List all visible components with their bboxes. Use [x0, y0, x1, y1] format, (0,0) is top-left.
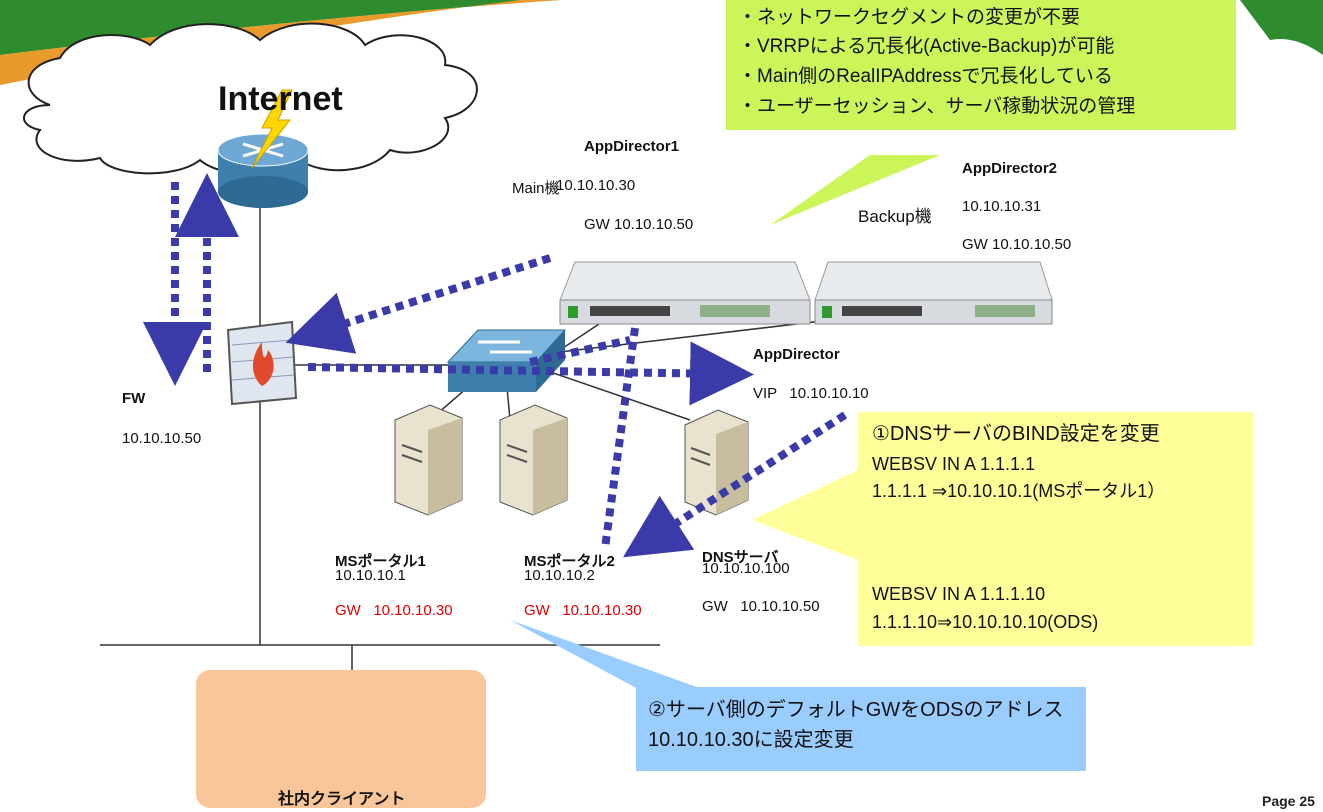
appdirector1-role: Main機 — [512, 180, 560, 197]
arrow-appdirector-to-fw — [285, 254, 552, 354]
arrow-appdirector-to-portal2 — [601, 327, 639, 549]
firewall-icon — [226, 320, 298, 406]
callout-gw-line: 10.10.10.30に設定変更 — [648, 729, 854, 751]
callout-top-line: ・VRRPによる冗長化(Active-Backup)が可能 — [738, 36, 1115, 57]
internet-label: Internet — [218, 80, 343, 118]
callout-top-tail — [770, 155, 940, 225]
callout-gw: ②サーバ側のデフォルトGWをODSのアドレス 10.10.10.30に設定変更 — [636, 687, 1086, 771]
appdirector1-title: AppDirector1 — [584, 138, 680, 155]
server-icon-dns — [684, 409, 749, 516]
clients-label: 社内クライアント — [278, 791, 406, 808]
dns-gw: GW 10.10.10.50 — [702, 598, 820, 615]
server-icon-portal1 — [394, 404, 463, 516]
dns-label: DNSサーバ — [702, 549, 779, 566]
callout-dns-tail — [752, 470, 858, 560]
callout-dns: ①DNSサーバのBIND設定を変更 WEBSV IN A 1.1.1.1 1.1… — [858, 412, 1253, 646]
internet-cloud — [23, 22, 478, 176]
callout-gw-line: ②サーバ側のデフォルトGWをODSのアドレス — [648, 699, 1064, 721]
fw-label: FW — [122, 390, 146, 407]
fw-ip: 10.10.10.50 — [122, 430, 202, 447]
dns-ip: 10.10.10.100 — [702, 560, 790, 577]
appdirector2-title: AppDirector2 — [962, 160, 1058, 177]
portal1-gw: GW 10.10.10.30 — [335, 602, 453, 619]
portal2-label: MSポータル2 — [524, 553, 615, 570]
appdirector2-role: Backup機 — [858, 207, 932, 226]
appdirector-vip: VIP 10.10.10.10 — [753, 385, 869, 402]
arrow-dns-to-portal2 — [623, 411, 848, 558]
callout-dns-line: ①DNSサーバのBIND設定を変更 — [872, 423, 1160, 445]
traffic-arrows — [143, 173, 848, 558]
callout-gw-tail — [510, 620, 705, 690]
appdirector-vip-title: AppDirector — [753, 346, 840, 363]
appdirector1-ip: 10.10.10.30 — [556, 177, 636, 194]
appdirector2-device — [814, 261, 1053, 325]
arrow-switch-to-appdirector — [529, 336, 631, 366]
appdirector2-ip: 10.10.10.31 — [962, 198, 1042, 215]
portal2-ip: 10.10.10.2 — [524, 567, 595, 584]
client-group-box — [196, 670, 486, 808]
portal2-gw: GW 10.10.10.30 — [524, 602, 642, 619]
callout-dns-line: 1.1.1.10⇒10.10.10.10(ODS) — [872, 612, 1099, 632]
appdirector2-gw: GW 10.10.10.50 — [962, 236, 1072, 253]
callout-top-line: ・ユーザーセッション、サーバ稼動状況の管理 — [738, 96, 1136, 117]
appdirector1-gw: GW 10.10.10.50 — [584, 216, 694, 233]
page-number: Page 25 — [1262, 793, 1315, 809]
callout-top-line: ・ネットワークセグメントの変更が不要 — [738, 7, 1081, 28]
callout-dns-line: WEBSV IN A 1.1.1.1 — [872, 454, 1036, 474]
portal1-ip: 10.10.10.1 — [335, 567, 406, 584]
callout-dns-line: WEBSV IN A 1.1.1.10 — [872, 584, 1046, 604]
callout-top: ・ネットワークセグメントの変更が不要 ・VRRPによる冗長化(Active-Ba… — [726, 0, 1236, 130]
callout-top-line: ・Main側のRealIPAddressで冗長化している — [738, 66, 1113, 87]
router-icon — [217, 89, 309, 208]
server-icon-portal2 — [499, 404, 568, 516]
portal1-label: MSポータル1 — [335, 553, 426, 570]
callout-dns-line: 1.1.1.1 ⇒10.10.10.1(MSポータル1） — [872, 481, 1166, 501]
appdirector1-device — [559, 261, 811, 325]
